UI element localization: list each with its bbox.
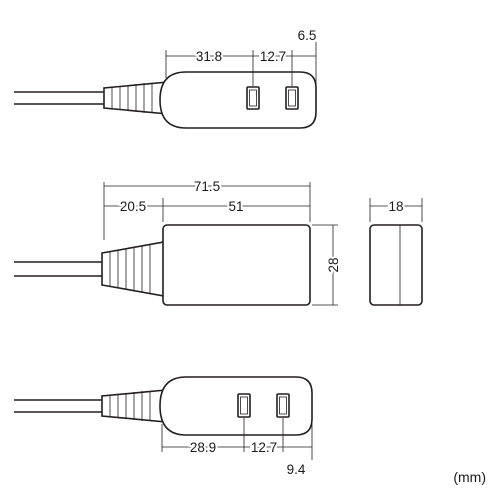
side-view: 71.5 20.5 51 28 [14, 177, 343, 306]
side-dimension-lines [103, 182, 338, 306]
side-strain-relief [101, 241, 165, 297]
top-slot-right [285, 86, 299, 110]
unit-label: (mm) [453, 469, 486, 485]
bottom-plug-body [159, 376, 313, 436]
end-body [369, 224, 423, 306]
top-strain-relief [103, 81, 169, 115]
side-dim-body: 51 [228, 199, 243, 214]
end-dimension-lines [369, 198, 423, 222]
top-dimension-lines [165, 42, 317, 86]
bottom-slot-left [237, 393, 251, 418]
top-dim-2: 12.7 [260, 49, 286, 64]
end-view: 18 [369, 197, 423, 306]
bottom-dim-2: 12.7 [251, 440, 277, 455]
bottom-dim-3: 9.4 [287, 462, 306, 477]
top-plug-body [159, 71, 317, 129]
side-dim-cable: 20.5 [120, 199, 146, 214]
top-slot-left [246, 86, 260, 110]
bottom-strain-relief [101, 389, 167, 423]
top-dim-1: 31.8 [196, 49, 222, 64]
bottom-dimension-lines [161, 418, 313, 460]
side-plug-body [162, 224, 311, 306]
bottom-slot-right [276, 393, 290, 418]
bottom-view: 28.9 12.7 9.4 [14, 376, 313, 477]
end-dim-width: 18 [388, 199, 403, 214]
side-dim-height: 28 [326, 257, 341, 272]
side-dim-total: 71.5 [194, 179, 220, 194]
top-view: 31.8 12.7 6.5 [14, 28, 317, 129]
top-dim-3: 6.5 [298, 28, 317, 43]
bottom-dim-1: 28.9 [190, 440, 216, 455]
